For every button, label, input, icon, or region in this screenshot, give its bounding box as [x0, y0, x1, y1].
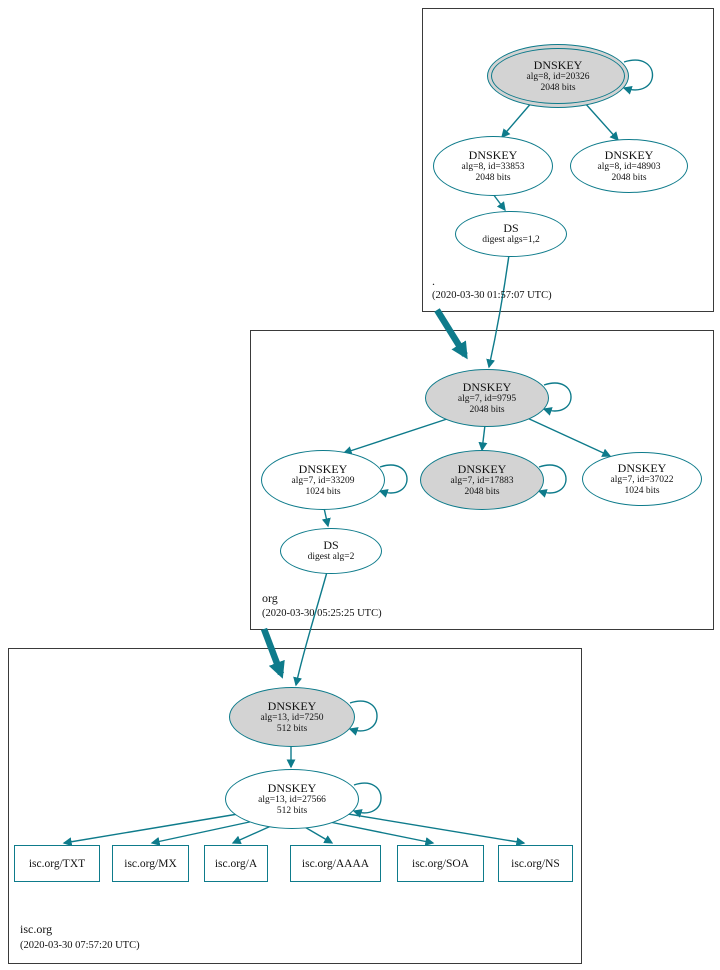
node-title: DS: [503, 221, 519, 236]
edge-root-ksk-to-33853: [501, 100, 534, 139]
node-detail: alg=8, id=20326: [526, 71, 590, 82]
edge-root-to-org-delegation: [434, 308, 468, 360]
edge-27566-to-soa: [319, 819, 435, 846]
rrset-isc-org-txt: isc.org/TXT: [14, 845, 100, 882]
node-size: 512 bits: [276, 806, 308, 817]
edge-27566-selfloop: [352, 782, 382, 818]
node-size: 1024 bits: [624, 486, 660, 497]
node-size: 2048 bits: [540, 83, 576, 94]
rrset-isc-org-mx: isc.org/MX: [112, 845, 189, 882]
node-size: 1024 bits: [305, 487, 341, 498]
dnskey-isc-ksk-7250: DNSKEY alg=13, id=7250 512 bits: [229, 687, 355, 747]
zone-timestamp-org: (2020-03-30 05:25:25 UTC): [262, 608, 382, 619]
node-detail: alg=7, id=9795: [457, 393, 517, 404]
node-title: DNSKEY: [533, 57, 583, 72]
dnskey-root-ksk-20326: DNSKEY alg=8, id=20326 2048 bits: [487, 44, 629, 108]
node-title: DNSKEY: [468, 147, 518, 162]
edge-27566-to-ns: [335, 811, 526, 847]
dnskey-isc-zsk-27566: DNSKEY alg=13, id=27566 512 bits: [225, 769, 359, 829]
edge-org-ksk-to-33209: [342, 418, 448, 455]
node-title: DNSKEY: [267, 698, 317, 713]
node-detail: alg=13, id=7250: [260, 712, 324, 723]
node-detail: alg=8, id=48903: [597, 161, 661, 172]
dnskey-root-zsk-48903: DNSKEY alg=8, id=48903 2048 bits: [570, 139, 688, 193]
edge-33209-to-org-ds: [321, 507, 331, 528]
edge-27566-to-txt: [62, 813, 239, 847]
edge-27566-to-aaaa: [302, 825, 334, 844]
edge-17883-selfloop: [537, 464, 567, 498]
edge-isc-ksk-selfloop: [348, 700, 378, 736]
node-size: 2048 bits: [475, 173, 511, 184]
rrset-isc-org-a: isc.org/A: [204, 845, 268, 882]
edge-root-ksk-selfloop: [622, 59, 654, 95]
ds-org: DS digest alg=2: [280, 528, 382, 574]
edge-root-ksk-to-48903: [583, 101, 619, 142]
edge-33853-to-root-ds: [492, 193, 506, 212]
edge-root-ds-to-org-ksk: [486, 254, 510, 369]
zone-timestamp-isc-org: (2020-03-30 07:57:20 UTC): [20, 940, 140, 951]
edge-org-ds-to-isc-ksk: [293, 571, 328, 687]
node-detail: alg=7, id=17883: [450, 475, 514, 486]
edge-33209-selfloop: [378, 464, 408, 498]
node-title: DNSKEY: [267, 780, 317, 795]
zone-label-org: org: [262, 591, 278, 605]
dnskey-root-zsk-33853: DNSKEY alg=8, id=33853 2048 bits: [433, 136, 553, 196]
node-title: DNSKEY: [604, 147, 654, 162]
zone-box-isc-org: [8, 648, 582, 964]
node-size: 512 bits: [276, 724, 308, 735]
ds-root: DS digest algs=1,2: [455, 211, 567, 257]
edge-org-ksk-to-17883: [478, 424, 488, 452]
node-title: DS: [323, 538, 339, 553]
node-size: 2048 bits: [469, 405, 505, 416]
rrset-isc-org-aaaa: isc.org/AAAA: [290, 845, 381, 882]
dnskey-org-zsk-37022: DNSKEY alg=7, id=37022 1024 bits: [582, 452, 702, 506]
edge-27566-to-a: [231, 825, 272, 844]
node-detail: digest alg=2: [307, 552, 355, 563]
rrset-isc-org-soa: isc.org/SOA: [397, 845, 484, 882]
node-title: DNSKEY: [617, 460, 667, 475]
zone-label-root: .: [432, 274, 435, 288]
edge-org-ksk-to-37022: [524, 416, 612, 457]
zone-timestamp-root: (2020-03-30 01:57:07 UTC): [432, 290, 552, 301]
zone-label-isc-org: isc.org: [20, 922, 53, 936]
node-detail: alg=13, id=27566: [258, 794, 326, 805]
node-detail: alg=8, id=33853: [461, 161, 525, 172]
zone-box-org: [250, 330, 714, 630]
node-title: DNSKEY: [298, 461, 348, 476]
rrset-isc-org-ns: isc.org/NS: [498, 845, 573, 882]
node-size: 2048 bits: [611, 173, 647, 184]
edge-27566-to-mx: [150, 820, 255, 846]
dnskey-org-ksk-9795: DNSKEY alg=7, id=9795 2048 bits: [425, 369, 549, 427]
node-detail: alg=7, id=37022: [610, 474, 674, 485]
edge-org-ksk-selfloop: [542, 382, 572, 416]
zone-box-root: [422, 8, 714, 312]
dnskey-org-zsk-33209: DNSKEY alg=7, id=33209 1024 bits: [261, 450, 385, 510]
dnskey-org-ksk-17883: DNSKEY alg=7, id=17883 2048 bits: [420, 450, 544, 510]
node-detail: digest algs=1,2: [482, 235, 540, 246]
edge-org-to-isc-delegation: [260, 627, 285, 679]
node-size: 2048 bits: [464, 487, 500, 498]
node-detail: alg=7, id=33209: [291, 475, 355, 486]
node-title: DNSKEY: [457, 461, 507, 476]
node-title: DNSKEY: [462, 379, 512, 394]
